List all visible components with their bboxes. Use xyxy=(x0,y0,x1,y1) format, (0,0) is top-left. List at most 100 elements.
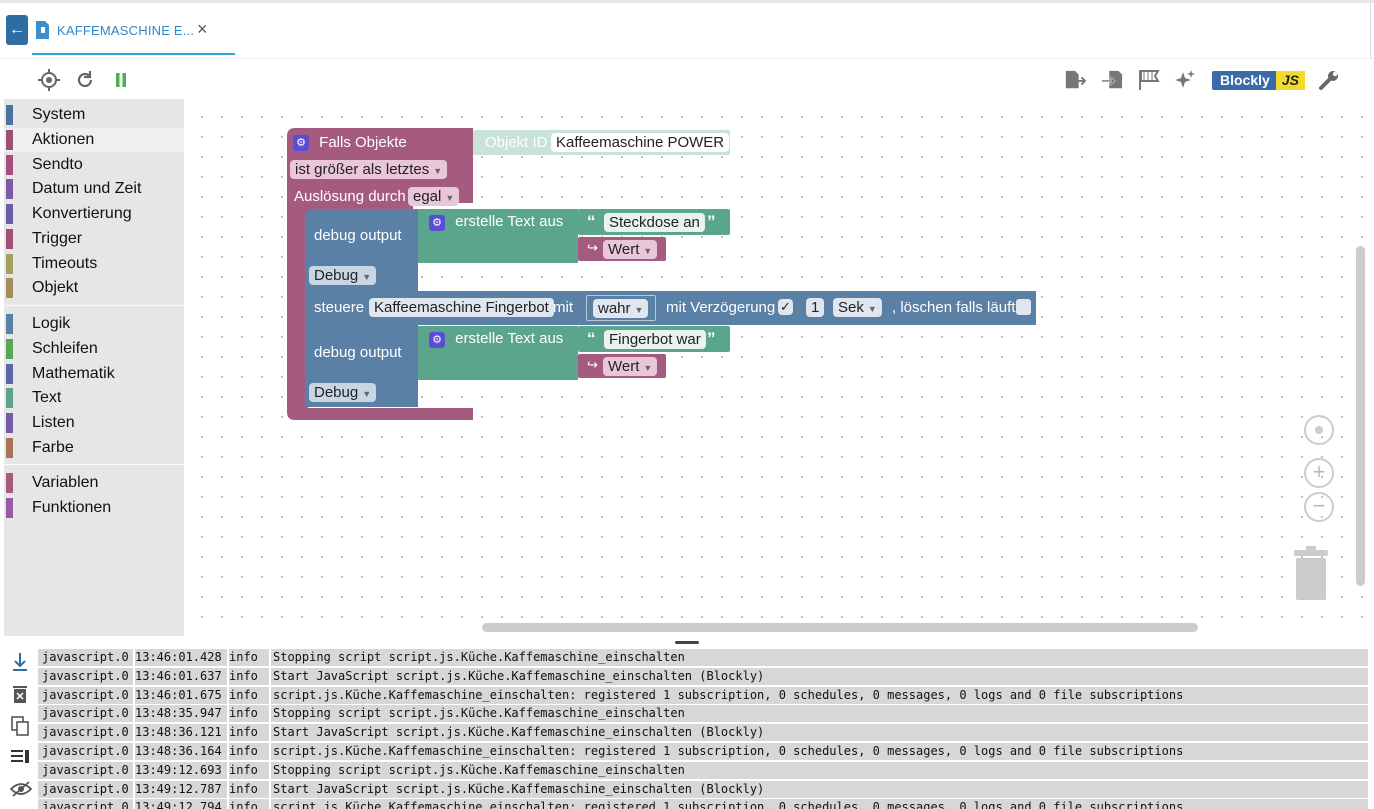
category-label: Listen xyxy=(32,414,75,431)
toolbox-category-sendto[interactable]: Sendto xyxy=(4,153,184,177)
toolbox-category-timeouts[interactable]: Timeouts xyxy=(4,252,184,276)
log-time: 13:49:12.693 xyxy=(135,762,222,777)
delay-checkbox[interactable]: ✓ xyxy=(778,299,793,315)
debug-level-dropdown-2[interactable]: Debug▼ xyxy=(309,383,377,402)
blockly-file-icon xyxy=(36,21,49,39)
wert-value-1: Wert xyxy=(608,241,640,258)
toolbox-category-schleifen[interactable]: Schleifen xyxy=(4,337,184,361)
category-label: Sendto xyxy=(32,156,83,173)
restart-icon[interactable] xyxy=(74,69,96,91)
delete-log-icon[interactable] xyxy=(10,684,30,704)
locate-icon[interactable] xyxy=(38,69,60,91)
wrap-icon[interactable] xyxy=(10,748,30,768)
log-time: 13:46:01.675 xyxy=(135,687,222,702)
toolbox-category-objekt[interactable]: Objekt xyxy=(4,276,184,300)
trigger-block[interactable]: ⚙ Falls Objekte xyxy=(293,134,407,152)
column-divider xyxy=(227,649,229,666)
gear-icon[interactable]: ⚙ xyxy=(429,215,445,231)
tab-script[interactable]: KAFFEMASCHINE E... × xyxy=(32,13,235,55)
toolbox-category-datum-und-zeit[interactable]: Datum und Zeit xyxy=(4,177,184,201)
return-arrow-icon: ↪ xyxy=(587,357,598,372)
category-label: Mathematik xyxy=(32,365,115,382)
column-divider xyxy=(227,705,229,723)
steuere-target-field[interactable]: Kaffeemaschine Fingerbot xyxy=(369,298,554,317)
trash-icon[interactable] xyxy=(1292,546,1330,602)
toolbox-category-aktionen[interactable]: Aktionen xyxy=(4,128,184,152)
column-divider xyxy=(133,667,135,685)
toolbox-category-funktionen[interactable]: Funktionen xyxy=(4,496,184,520)
wrench-icon[interactable] xyxy=(1318,69,1340,91)
wert-dropdown-2[interactable]: Wert▼ xyxy=(603,357,658,376)
blockly-js-toggle[interactable]: Blockly JS xyxy=(1212,70,1305,91)
mit-dropdown[interactable]: wahr▼ xyxy=(593,299,649,318)
chevron-down-icon: ▼ xyxy=(445,193,455,203)
chevron-down-icon: ▼ xyxy=(433,166,443,176)
debug-level-dropdown-1[interactable]: Debug▼ xyxy=(309,266,377,285)
log-message: script.js.Küche.Kaffemaschine_einschalte… xyxy=(273,800,1184,809)
export-icon[interactable] xyxy=(1064,69,1086,91)
ausloesung-dropdown[interactable]: egal▼ xyxy=(408,187,460,206)
gear-icon[interactable]: ⚙ xyxy=(429,332,445,348)
category-color-bar xyxy=(6,438,13,458)
log-adapter: javascript.0 xyxy=(42,725,129,740)
sparkle-icon[interactable] xyxy=(1174,69,1196,91)
flag-icon[interactable] xyxy=(1138,69,1160,91)
category-label: Variablen xyxy=(32,474,99,491)
toolbox-category-system[interactable]: System xyxy=(4,103,184,127)
clear-label: , löschen falls läuft xyxy=(892,299,1016,316)
toolbox-category-mathematik[interactable]: Mathematik xyxy=(4,362,184,386)
toolbox-category-logik[interactable]: Logik xyxy=(4,312,184,336)
drag-handle-icon[interactable] xyxy=(675,641,699,644)
category-color-bar xyxy=(6,314,13,334)
hide-icon[interactable] xyxy=(9,780,33,800)
column-divider xyxy=(269,743,271,760)
gear-icon[interactable]: ⚙ xyxy=(293,135,309,152)
copy-icon[interactable] xyxy=(10,716,30,736)
column-divider xyxy=(133,780,135,798)
wert-dropdown-1[interactable]: Wert▼ xyxy=(603,240,658,259)
category-color-bar xyxy=(6,339,13,359)
close-icon[interactable]: × xyxy=(197,19,208,39)
import-icon[interactable] xyxy=(1101,69,1123,91)
delay-value-field[interactable]: 1 xyxy=(806,298,825,317)
toolbox-category-trigger[interactable]: Trigger xyxy=(4,227,184,251)
column-divider xyxy=(269,761,271,779)
zoom-out-icon[interactable]: − xyxy=(1304,492,1334,522)
scroll-down-icon[interactable] xyxy=(10,652,30,672)
category-label: Text xyxy=(32,389,62,406)
column-divider xyxy=(227,667,229,685)
toolbox-category-variablen[interactable]: Variablen xyxy=(4,471,184,495)
toolbox-category-text[interactable]: Text xyxy=(4,386,184,410)
chevron-down-icon: ▼ xyxy=(867,304,877,314)
toolbox-separator xyxy=(4,464,184,465)
log-level: info xyxy=(229,762,258,777)
log-adapter: javascript.0 xyxy=(42,781,129,796)
category-label: Timeouts xyxy=(32,255,98,272)
pause-icon[interactable] xyxy=(110,69,132,91)
tab-title: KAFFEMASCHINE E... xyxy=(57,23,195,38)
delay-unit-dropdown[interactable]: Sek▼ xyxy=(833,298,882,317)
column-divider xyxy=(269,667,271,685)
quote-close-1: ” xyxy=(707,212,716,231)
category-label: Farbe xyxy=(32,439,74,456)
clear-checkbox[interactable] xyxy=(1016,299,1031,315)
text-field-2[interactable]: Fingerbot war xyxy=(604,330,706,349)
log-adapter: javascript.0 xyxy=(42,706,129,721)
zoom-in-icon[interactable]: + xyxy=(1304,458,1334,488)
toolbox-category-konvertierung[interactable]: Konvertierung xyxy=(4,202,184,226)
category-label: Datum und Zeit xyxy=(32,180,142,197)
condition-dropdown[interactable]: ist größer als letztes▼ xyxy=(290,160,448,179)
toolbox-category-listen[interactable]: Listen xyxy=(4,411,184,435)
blockly-workspace[interactable]: ⚙ Falls Objekte Objekt ID Kaffeemaschine… xyxy=(184,99,1370,636)
column-divider xyxy=(133,686,135,704)
horizontal-scrollbar[interactable] xyxy=(482,623,1198,632)
text-field-1[interactable]: Steckdose an xyxy=(604,213,705,232)
back-arrow-icon[interactable]: ← xyxy=(6,15,28,45)
center-icon[interactable] xyxy=(1304,415,1334,445)
vertical-scrollbar[interactable] xyxy=(1356,246,1365,586)
log-splitter[interactable] xyxy=(0,636,1374,648)
toolbox-category-farbe[interactable]: Farbe xyxy=(4,436,184,460)
object-id-field[interactable]: Kaffeemaschine POWER xyxy=(551,133,730,152)
